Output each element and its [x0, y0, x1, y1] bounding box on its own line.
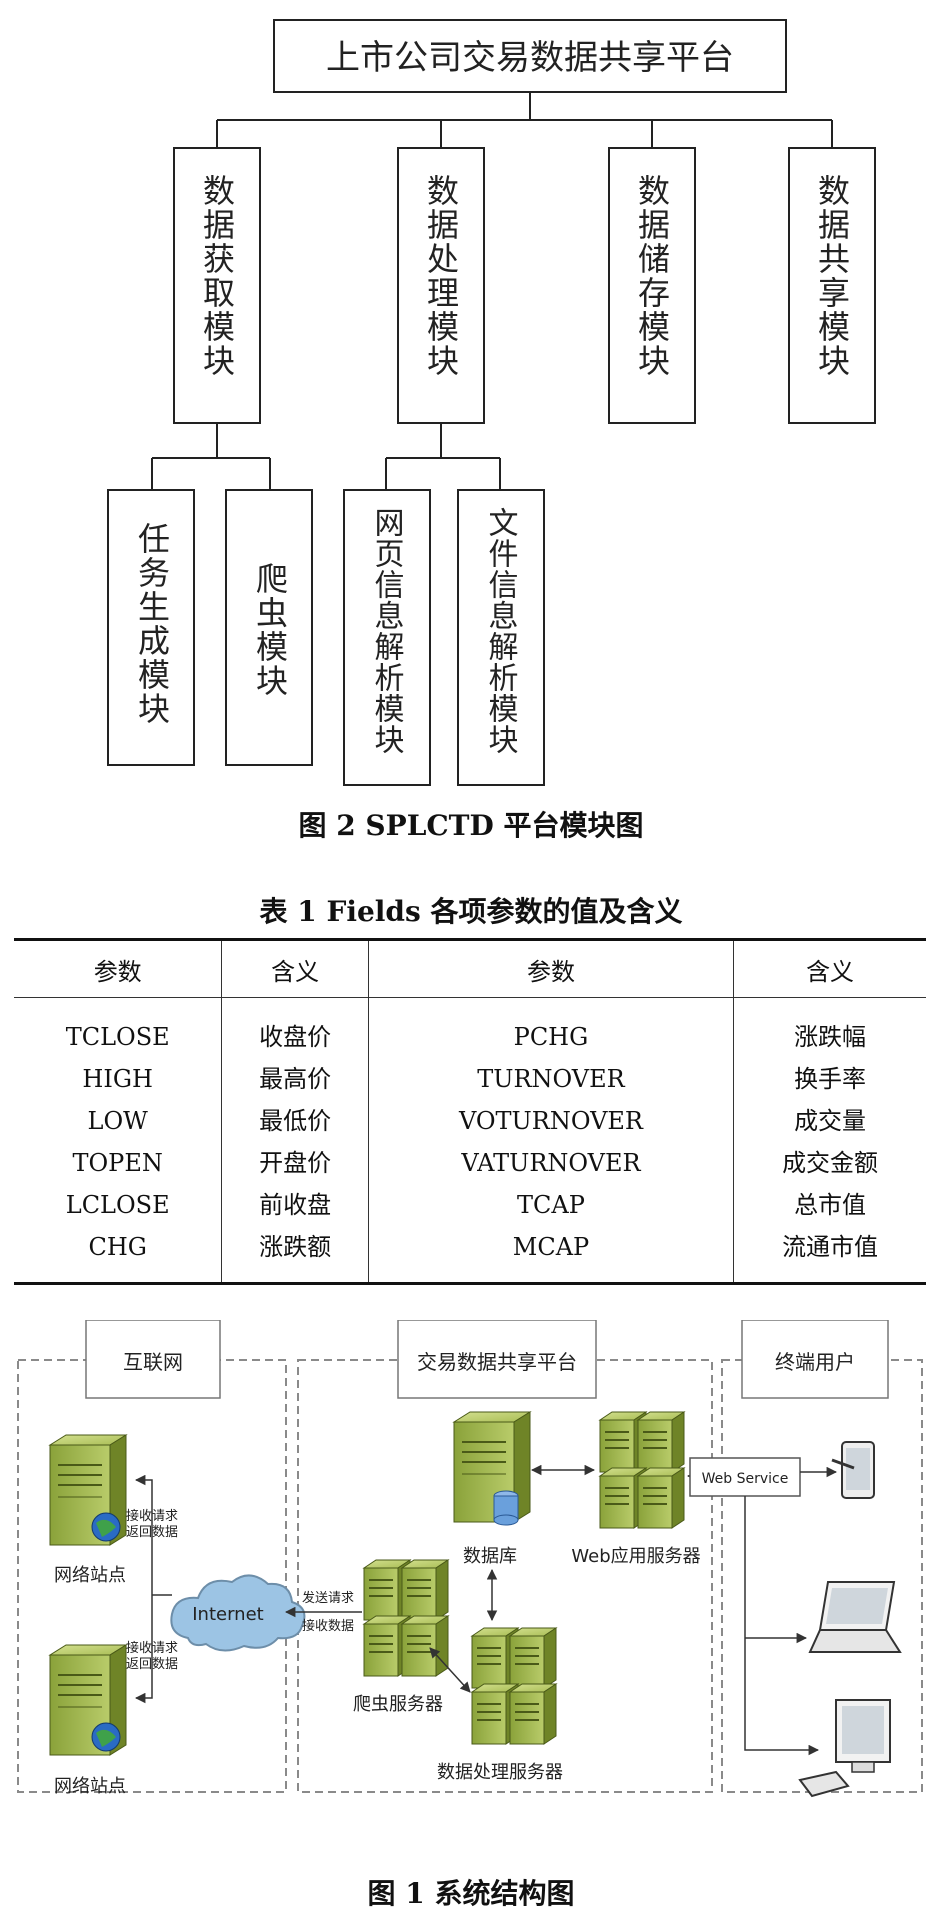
zone-terminal-label: 终端用户 — [775, 1350, 855, 1374]
table-cell: 最低价 — [259, 1107, 332, 1135]
table-cell: TOPEN — [72, 1149, 163, 1177]
website-server-icon — [49, 1434, 127, 1546]
website-label-1: 网络站点 — [54, 1565, 126, 1586]
table-cell: 涨跌幅 — [794, 1023, 867, 1051]
zone-terminal-users — [721, 1359, 923, 1793]
table-cell: TCLOSE — [65, 1023, 170, 1051]
database-label: 数据库 — [463, 1546, 517, 1567]
crawler-server-icon — [363, 1559, 449, 1677]
table-cell: 换手率 — [794, 1065, 867, 1093]
table-cell: 开盘价 — [259, 1149, 332, 1177]
table-header-meaning-1: 含义 — [221, 938, 369, 998]
table-cell: 流通市值 — [782, 1233, 879, 1261]
laptop-icon — [808, 1581, 902, 1653]
database-server-icon — [453, 1411, 531, 1526]
web-app-server-icon — [599, 1411, 685, 1529]
table-header-param-2: 参数 — [367, 938, 734, 998]
table-cell: VOTURNOVER — [458, 1107, 644, 1135]
table-header-param-1: 参数 — [14, 938, 222, 998]
table-header-row: 参数 含义 参数 含义 — [14, 938, 926, 998]
module-acquisition-label: 数据获取模块 — [198, 174, 236, 378]
table-column-param-1: TCLOSE HIGH LOW TOPEN LCLOSE CHG — [14, 997, 222, 1285]
site-arrow-label: 接收请求 — [126, 1640, 178, 1656]
site-arrow-label: 返回数据 — [126, 1657, 178, 1672]
table-cell: LOW — [87, 1107, 148, 1135]
figure2-caption: 图 2 SPLCTD 平台模块图 — [298, 809, 644, 842]
module-diagram: 上市公司交易数据共享平台 数据获取模块 数据处理模块 数据储存模块 数据共享模块… — [107, 19, 876, 786]
table-column-meaning-2: 涨跌幅 换手率 成交量 成交金额 总市值 流通市值 — [733, 997, 926, 1285]
website-label-2: 网络站点 — [54, 1776, 126, 1797]
processing-server-label: 数据处理服务器 — [437, 1762, 563, 1783]
table-cell: 涨跌额 — [259, 1233, 332, 1261]
crawler-server-label: 爬虫服务器 — [353, 1694, 443, 1715]
fields-table: 参数 含义 参数 含义 TCLOSE HIGH LOW TOPEN LCLOSE… — [14, 938, 926, 1285]
zone-platform — [297, 1359, 713, 1793]
table-cell: 总市值 — [794, 1191, 867, 1219]
cloud-icon — [170, 1574, 306, 1652]
processing-server-icon — [471, 1627, 557, 1745]
site-arrow-label: 接收请求 — [126, 1508, 178, 1524]
root-node-label: 上市公司交易数据共享平台 — [326, 38, 734, 78]
table-cell: 成交金额 — [782, 1149, 879, 1177]
zone-internet-label: 互联网 — [123, 1350, 183, 1374]
table-row: TCLOSE HIGH LOW TOPEN LCLOSE CHG 收盘价 最高价… — [14, 997, 926, 1285]
table-cell: TCAP — [517, 1191, 585, 1219]
crawler-module-label: 爬虫模块 — [251, 562, 289, 698]
table-cell: TURNOVER — [477, 1065, 625, 1093]
web-service-label: Web Service — [702, 1471, 789, 1487]
table-cell: 前收盘 — [259, 1191, 332, 1219]
system-diagram: 互联网 交易数据共享平台 终端用户 网络站点 网络站点 接收请求 返回数据 接收… — [17, 1320, 923, 1798]
site-arrow-label: 返回数据 — [126, 1525, 178, 1540]
website-server-icon — [49, 1644, 127, 1756]
module-processing-label: 数据处理模块 — [422, 174, 460, 378]
module-sharing-label: 数据共享模块 — [813, 174, 851, 378]
table-header-meaning-2: 含义 — [733, 938, 926, 998]
zone-platform-label: 交易数据共享平台 — [417, 1350, 577, 1374]
internet-label: Internet — [192, 1604, 263, 1625]
table-cell: HIGH — [82, 1065, 153, 1093]
crawler-arrow-label: 发送请求 — [302, 1590, 354, 1606]
table-cell: PCHG — [513, 1023, 589, 1051]
file-parse-module-label: 文件信息解析模块 — [483, 507, 519, 755]
table1-caption: 表 1 Fields 各项参数的值及含义 — [259, 895, 683, 928]
table-cell: VATURNOVER — [461, 1149, 641, 1177]
table-cell: CHG — [88, 1233, 147, 1261]
table-cell: MCAP — [512, 1233, 590, 1261]
table-cell: LCLOSE — [65, 1191, 170, 1219]
web-parse-module-label: 网页信息解析模块 — [369, 507, 405, 755]
crawler-arrow-label: 接收数据 — [302, 1618, 354, 1634]
task-generation-module-label: 任务生成模块 — [133, 522, 171, 726]
module-storage-label: 数据储存模块 — [633, 174, 671, 378]
figure1-caption: 图 1 系统结构图 — [367, 1877, 575, 1910]
table-column-meaning-1: 收盘价 最高价 最低价 开盘价 前收盘 涨跌额 — [221, 997, 369, 1285]
tablet-icon — [831, 1441, 875, 1499]
desktop-computer-icon — [798, 1699, 891, 1798]
table-cell: 收盘价 — [259, 1023, 332, 1051]
web-app-server-label: Web应用服务器 — [571, 1546, 700, 1567]
table-column-param-2: PCHG TURNOVER VOTURNOVER VATURNOVER TCAP… — [367, 997, 734, 1285]
table-cell: 成交量 — [794, 1107, 867, 1135]
table-cell: 最高价 — [259, 1065, 332, 1093]
